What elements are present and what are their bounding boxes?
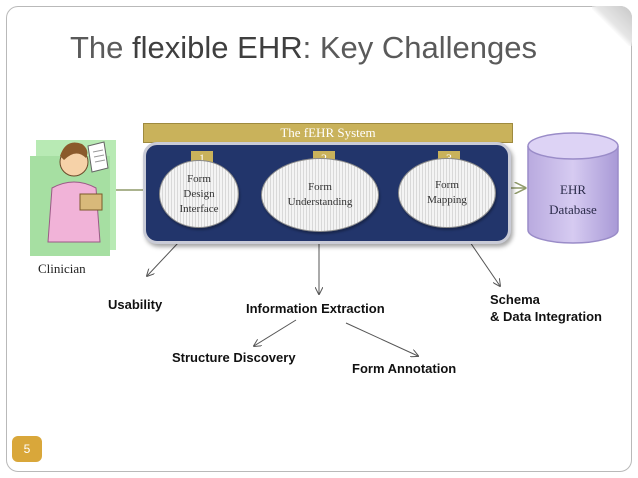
clinician-label: Clinician: [38, 261, 86, 276]
title-suffix: : Key Challenges: [302, 30, 537, 65]
database-label: EHR Database: [549, 182, 597, 217]
page-number-badge: 5: [12, 436, 42, 462]
form-annotation-label: Form Annotation: [352, 361, 457, 376]
database-cylinder-icon: [527, 132, 619, 244]
step-form-understanding: Form Understanding: [261, 158, 379, 232]
page-title: The flexible EHR: Key Challenges: [70, 30, 537, 66]
step-form-design-interface: Form Design Interface: [159, 160, 239, 228]
information-extraction-label: Information Extraction: [246, 301, 385, 316]
step-form-mapping: Form Mapping: [398, 158, 496, 228]
schema-label-line1: Schema: [490, 292, 540, 307]
system-label: The fEHR System: [143, 123, 513, 143]
structure-discovery-arrow: [254, 319, 297, 346]
title-prefix: The: [70, 30, 133, 65]
corner-decoration: [592, 6, 632, 46]
title-emphasis: flexible EHR: [132, 30, 303, 65]
schema-label-line2: & Data Integration: [490, 309, 602, 324]
structure-discovery-label: Structure Discovery: [172, 350, 296, 365]
usability-label: Usability: [108, 297, 163, 312]
form-annotation-arrow: [345, 322, 418, 356]
nurse-clipart-icon: [30, 140, 116, 256]
